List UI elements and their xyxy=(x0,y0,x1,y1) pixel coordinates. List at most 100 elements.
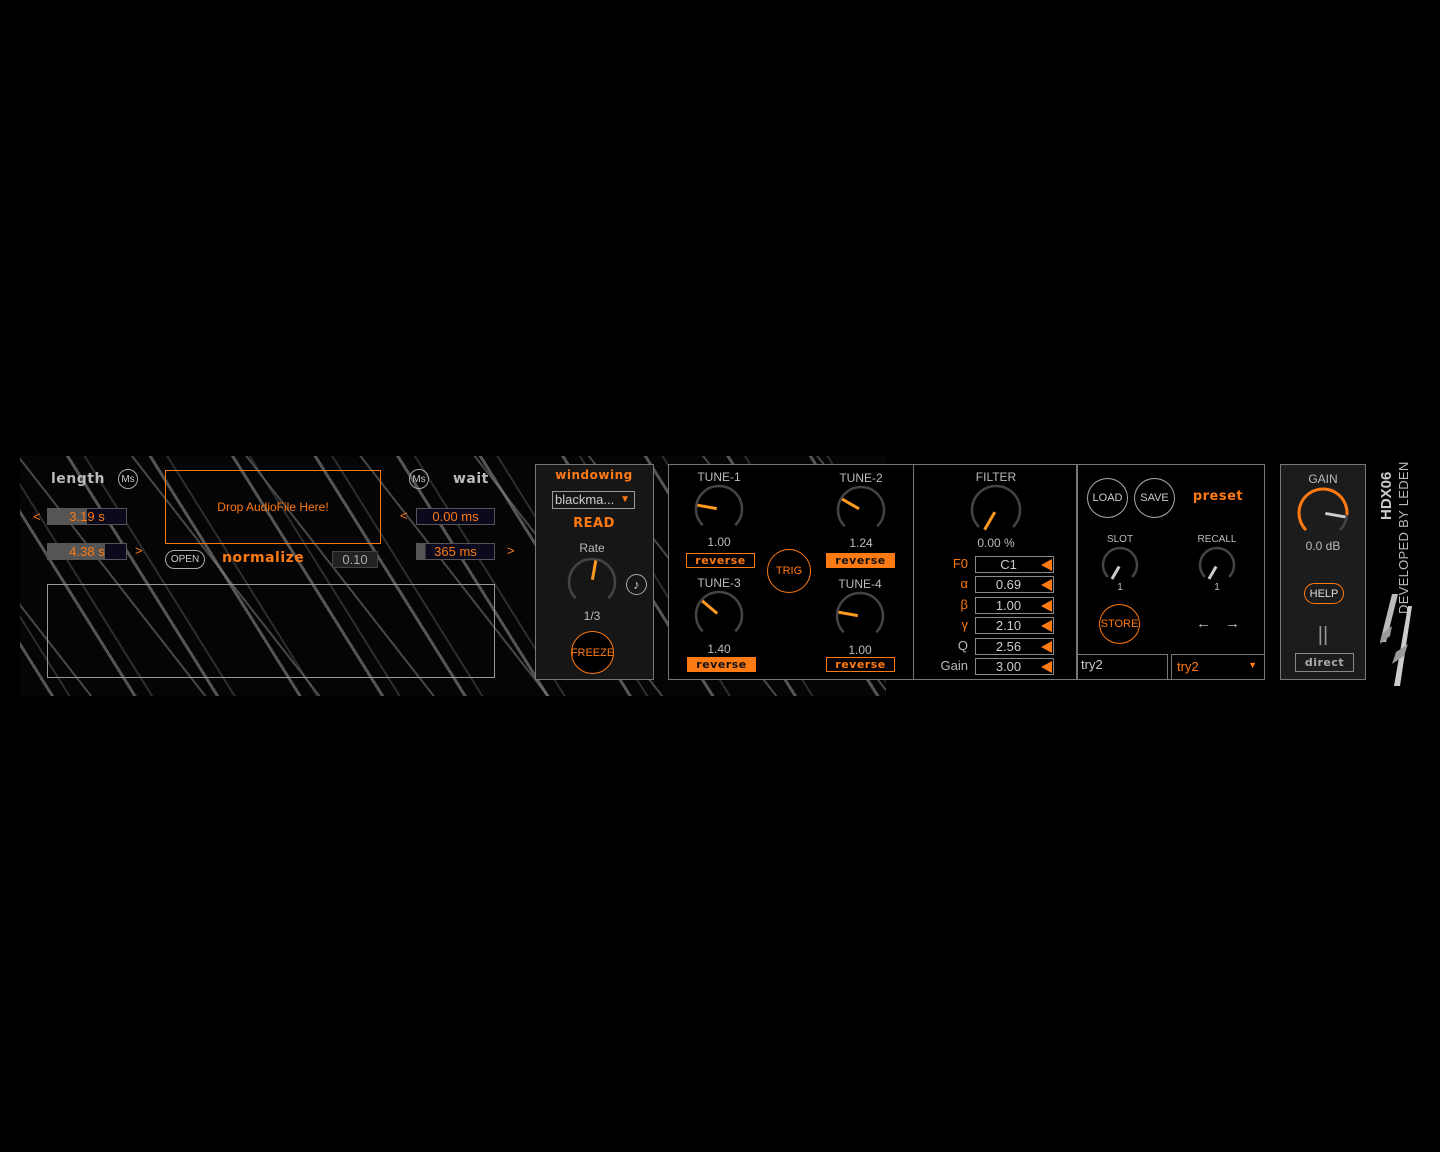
triangle-left-icon[interactable] xyxy=(1041,620,1052,632)
slot-value: 1 xyxy=(1117,582,1123,593)
knob-pointer xyxy=(983,511,997,531)
open-button[interactable]: OPEN xyxy=(165,550,205,569)
tune-1-knob[interactable] xyxy=(694,484,744,527)
slot-knob[interactable] xyxy=(1101,546,1139,580)
filter-param-label: Q xyxy=(957,638,968,653)
filter-param-label: F0 xyxy=(952,556,968,571)
filter-param-label: β xyxy=(960,597,968,612)
gain-knob[interactable] xyxy=(1297,487,1349,532)
trig-button[interactable]: TRIG xyxy=(767,549,811,593)
windowing-title: windowing xyxy=(555,468,633,482)
tune-2-knob[interactable] xyxy=(836,485,886,528)
tune-4-reverse-toggle[interactable]: reverse xyxy=(826,657,895,672)
tune-4-value: 1.00 xyxy=(848,643,872,657)
knob-pointer xyxy=(1207,565,1218,580)
wait-length-field[interactable]: 365 ms xyxy=(416,543,495,560)
length-ms-toggle[interactable]: Ms xyxy=(118,469,138,489)
window-type-value: blackma... xyxy=(555,492,615,507)
store-button[interactable]: STORE xyxy=(1099,604,1140,644)
normalize-value-field[interactable]: 0.10 xyxy=(332,551,378,568)
filter-param-label: α xyxy=(960,576,968,591)
filter-param-field[interactable]: 2.10 xyxy=(975,617,1054,634)
triangle-left-icon[interactable] xyxy=(1041,600,1052,612)
tune-3-value: 1.40 xyxy=(707,642,731,656)
wait-ms-toggle[interactable]: Ms xyxy=(409,469,429,489)
start-time-field[interactable]: 3.19 s xyxy=(47,508,127,525)
recall-knob[interactable] xyxy=(1198,546,1236,580)
filter-param-field[interactable]: 2.56 xyxy=(975,638,1054,655)
knob-pointer xyxy=(1325,511,1346,519)
tune-1-value: 1.00 xyxy=(707,535,731,549)
filter-param-label: γ xyxy=(961,617,969,632)
tune-3-label: TUNE-3 xyxy=(697,576,741,590)
triangle-left-icon[interactable] xyxy=(1041,661,1052,673)
filter-param-field[interactable]: C1 xyxy=(975,556,1054,573)
preset-dropdown[interactable]: try2 ▼ xyxy=(1171,654,1265,680)
chevron-down-icon: ▼ xyxy=(1248,660,1257,670)
freeze-button[interactable]: FREEZE xyxy=(571,631,614,674)
preset-title: preset xyxy=(1192,489,1244,504)
arrow-right-icon[interactable]: → xyxy=(1225,615,1240,632)
filter-param-field[interactable]: 1.00 xyxy=(975,597,1054,614)
filter-param-value: 3.00 xyxy=(995,659,1022,674)
filter-title: FILTER xyxy=(975,470,1017,484)
filter-param-label: Gain xyxy=(940,658,968,673)
filter-value: 0.00 % xyxy=(977,536,1015,550)
wait-prev-button[interactable]: < xyxy=(400,508,408,523)
filter-param-value: 2.56 xyxy=(995,639,1022,654)
pause-icon[interactable]: || xyxy=(1317,624,1329,646)
length-prev-button[interactable]: < xyxy=(33,509,41,524)
tune-3-knob[interactable] xyxy=(694,590,744,633)
arrow-left-icon[interactable]: ← xyxy=(1196,615,1211,632)
filter-param-field[interactable]: 0.69 xyxy=(975,576,1054,593)
gain-label: GAIN xyxy=(1308,472,1338,486)
knob-pointer xyxy=(701,599,719,615)
recall-label: RECALL xyxy=(1197,534,1237,545)
filter-param-value: 1.00 xyxy=(995,598,1022,613)
tune-2-reverse-toggle[interactable]: reverse xyxy=(826,553,895,568)
end-time-field[interactable]: 4.38 s xyxy=(47,543,127,560)
chevron-down-icon: ▼ xyxy=(620,494,630,505)
tune-1-label: TUNE-1 xyxy=(697,470,741,484)
recall-value: 1 xyxy=(1214,582,1220,593)
knob-pointer xyxy=(841,497,860,511)
triangle-left-icon[interactable] xyxy=(1041,579,1052,591)
output-panel xyxy=(1280,464,1366,680)
window-type-dropdown[interactable]: blackma... ▼ xyxy=(552,491,635,509)
length-label: length xyxy=(51,471,105,487)
wait-label: wait xyxy=(453,471,489,487)
waveform-display[interactable] xyxy=(47,584,495,678)
triangle-left-icon[interactable] xyxy=(1041,559,1052,571)
normalize-toggle[interactable]: normalize xyxy=(222,550,305,566)
tune-2-label: TUNE-2 xyxy=(839,471,883,485)
preset-name-field[interactable]: try2 xyxy=(1077,654,1168,680)
tune-4-knob[interactable] xyxy=(835,591,885,634)
knob-pointer xyxy=(697,503,717,511)
filter-knob[interactable] xyxy=(970,484,1022,531)
wait-next-button[interactable]: > xyxy=(507,543,515,558)
rate-knob[interactable] xyxy=(567,557,617,600)
help-button[interactable]: HELP xyxy=(1304,583,1344,604)
rate-value: 1/3 xyxy=(583,609,601,623)
note-sync-icon[interactable]: ♪ xyxy=(626,574,647,595)
wait-time-field[interactable]: 0.00 ms xyxy=(416,508,495,525)
save-button[interactable]: SAVE xyxy=(1134,478,1175,518)
tune-3-reverse-toggle[interactable]: reverse xyxy=(687,657,756,672)
direct-toggle[interactable]: direct xyxy=(1295,653,1354,672)
length-next-button[interactable]: > xyxy=(135,543,143,558)
preset-dropdown-value: try2 xyxy=(1177,659,1199,674)
read-toggle[interactable]: READ xyxy=(573,516,615,531)
filter-param-value: 0.69 xyxy=(995,577,1022,592)
tune-1-reverse-toggle[interactable]: reverse xyxy=(686,553,755,568)
knob-pointer xyxy=(838,610,858,618)
load-button[interactable]: LOAD xyxy=(1087,478,1128,518)
drop-audio-zone[interactable]: Drop AudioFile Here! xyxy=(165,470,381,544)
filter-param-field[interactable]: 3.00 xyxy=(975,658,1054,675)
tune-2-value: 1.24 xyxy=(849,536,873,550)
triangle-left-icon[interactable] xyxy=(1041,641,1052,653)
tune-4-label: TUNE-4 xyxy=(838,577,882,591)
slot-label: SLOT xyxy=(1106,534,1134,545)
filter-param-value: C1 xyxy=(1000,557,1017,572)
filter-param-value: 2.10 xyxy=(995,618,1022,633)
